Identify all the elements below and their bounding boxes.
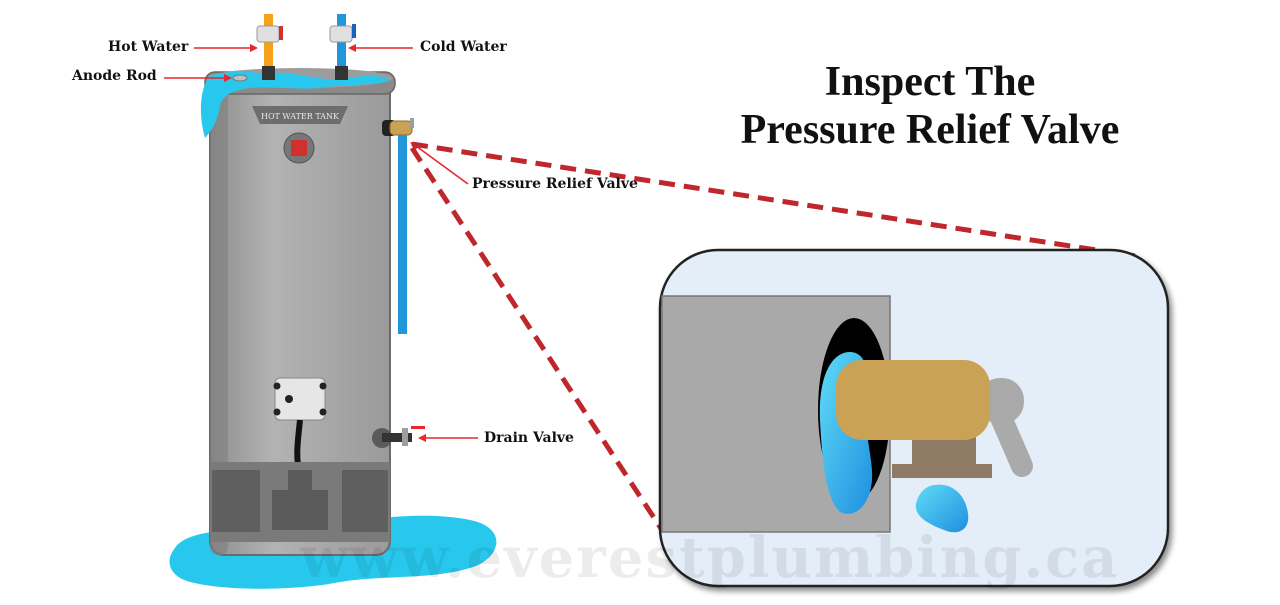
gas-control-knob bbox=[285, 395, 293, 403]
drain-valve-red-tag bbox=[411, 426, 425, 429]
zoom-leader-lower bbox=[409, 146, 665, 532]
label-cold-water: Cold Water bbox=[420, 39, 507, 55]
label-drain-valve: Drain Valve bbox=[484, 430, 574, 446]
zoom-valve-lever bbox=[985, 395, 1033, 477]
hot-water-fitting bbox=[262, 66, 275, 80]
zoom-leader-upper bbox=[411, 141, 1136, 259]
gas-control-bolt-1 bbox=[273, 382, 281, 390]
base-panel-right bbox=[342, 470, 388, 532]
gas-control-bolt-3 bbox=[273, 408, 281, 416]
label-anode-rod: Anode Rod bbox=[72, 68, 157, 84]
drain-valve-arrowhead bbox=[418, 434, 426, 442]
prv-valve-body bbox=[389, 120, 413, 136]
label-hot-water: Hot Water bbox=[108, 39, 189, 55]
title-line-2: Pressure Relief Valve bbox=[740, 107, 1120, 153]
anode-rod-arrowhead bbox=[224, 74, 232, 82]
cold-water-fitting bbox=[335, 66, 348, 80]
gas-control-bolt-2 bbox=[319, 382, 327, 390]
hot-water-shutoff-valve bbox=[256, 25, 280, 43]
tank-label-plate bbox=[252, 106, 348, 124]
watermark: www.everestplumbing.ca bbox=[300, 525, 1120, 591]
drain-valve-spout bbox=[382, 433, 412, 442]
burner-access-cover bbox=[272, 470, 328, 530]
zoom-water-drop bbox=[915, 484, 969, 533]
anode-rod-cap bbox=[232, 74, 248, 82]
zoom-detail-panel bbox=[658, 248, 1170, 588]
cold-water-arrowhead bbox=[348, 44, 356, 52]
base-panel-left bbox=[212, 470, 260, 532]
tank-plate-text: HOT WATER TANK bbox=[261, 112, 340, 121]
tank-side-highlight bbox=[210, 80, 228, 555]
prv-discharge-tube bbox=[398, 135, 407, 334]
hot-water-arrowhead bbox=[250, 44, 258, 52]
prv-arrow bbox=[415, 145, 469, 185]
gas-control-bolt-4 bbox=[319, 408, 327, 416]
title-line-1: Inspect The bbox=[824, 59, 1036, 105]
zoom-valve-body bbox=[836, 360, 990, 440]
drain-valve-handle bbox=[402, 428, 408, 446]
gas-control-housing bbox=[274, 377, 326, 421]
brand-logo-mark bbox=[291, 140, 307, 156]
page-title: Inspect The Pressure Relief Valve bbox=[700, 58, 1160, 154]
hot-water-valve-handle bbox=[279, 26, 283, 40]
zoom-valve-base bbox=[892, 464, 992, 478]
hot-water-pipe bbox=[264, 14, 273, 78]
prv-lever bbox=[410, 118, 414, 128]
cold-water-pipe bbox=[337, 14, 346, 78]
cold-water-valve-handle bbox=[352, 24, 356, 38]
cold-water-shutoff-valve bbox=[329, 25, 353, 43]
label-pressure-relief-valve: Pressure Relief Valve bbox=[472, 176, 638, 192]
